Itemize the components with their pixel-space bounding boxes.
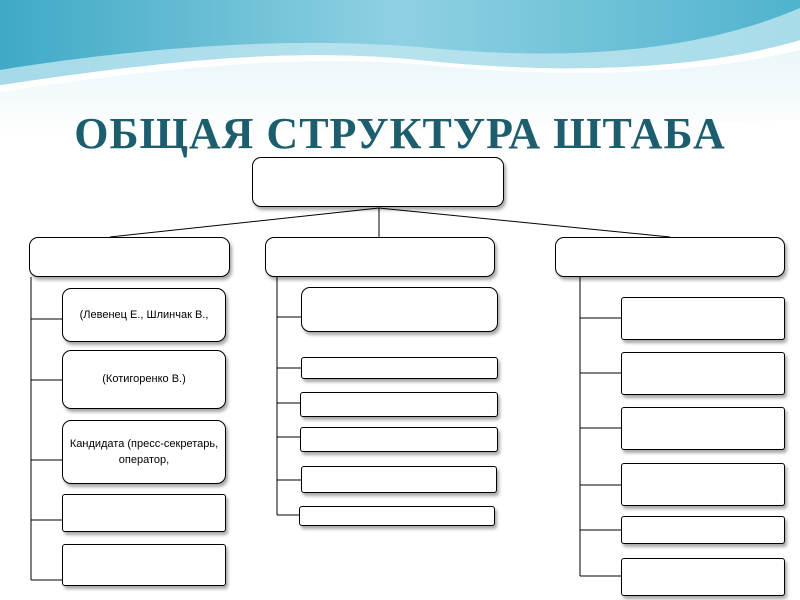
branch-3-header-box <box>555 237 785 277</box>
branch-2-child-1 <box>301 287 498 332</box>
branch-2-header-box <box>265 237 495 277</box>
branch-3-child-1 <box>621 297 785 340</box>
branch-1-header-box <box>29 237 230 277</box>
branch-1-child-4 <box>62 494 226 532</box>
branch-3-child-6 <box>621 558 785 596</box>
branch-2-child-5 <box>301 466 497 493</box>
slide-title: ОБЩАЯ СТРУКТУРА ШТАБА <box>74 109 726 158</box>
branch-2-child-6 <box>299 506 495 526</box>
org-root-box <box>252 157 504 207</box>
branch-3-ticks <box>580 317 621 577</box>
branch-1-ticks <box>31 318 62 581</box>
branch-3-child-4 <box>621 463 785 506</box>
root-to-branches-connector <box>109 207 671 238</box>
branch-3-child-3 <box>621 407 785 450</box>
branch-3-child-5 <box>621 516 785 544</box>
branch-2-child-3 <box>300 392 498 417</box>
branch-2-child-4 <box>300 427 498 452</box>
branch-1-child-2: (Котигоренко В.) <box>62 350 226 409</box>
branch-2-ticks <box>277 316 301 516</box>
branch-1-child-5 <box>62 544 226 586</box>
branch-1-child-3: Кандидата (пресс-секретарь, оператор, <box>62 420 226 484</box>
branch-2-child-2 <box>301 357 498 379</box>
branch-1-child-1: (Левенец Е., Шлинчак В., <box>62 288 226 342</box>
wave-fade <box>0 50 800 140</box>
wave-light-band <box>0 8 800 85</box>
branch-3-child-2 <box>621 352 785 395</box>
